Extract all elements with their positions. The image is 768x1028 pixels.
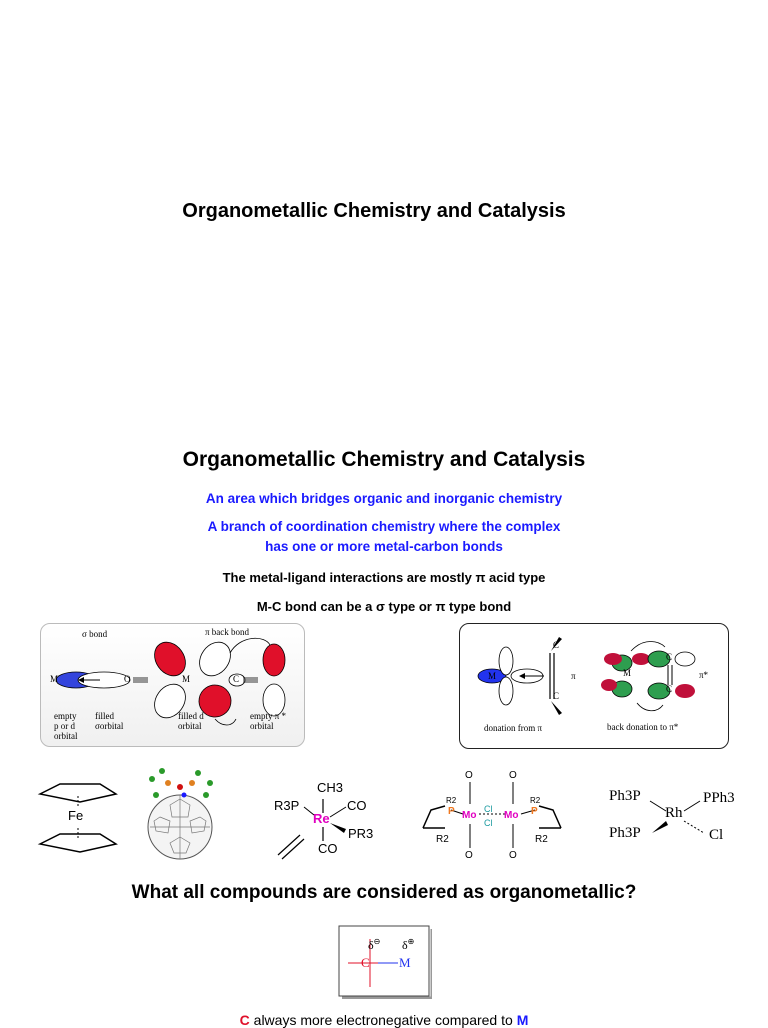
phosphorus-symbol: P xyxy=(531,806,538,817)
triphenylphosphine-label: PPh3 xyxy=(703,790,735,806)
donation-arrowhead xyxy=(78,677,84,683)
partial-negative-charge: δ⊖ xyxy=(368,937,381,952)
definition-line-2a: A branch of coordination chemistry where… xyxy=(207,519,561,534)
carbon-symbol: C xyxy=(233,674,240,684)
carbon-symbol: C xyxy=(666,652,673,662)
rhodium-symbol: Rh xyxy=(665,805,683,821)
carbonyl-oxygen: O xyxy=(465,850,473,861)
question-heading: What all compounds are considered as org… xyxy=(131,882,637,903)
r2-group: R2 xyxy=(530,796,541,805)
metal-symbol: M xyxy=(488,671,497,681)
carbon-symbol: C xyxy=(361,955,370,970)
d-orbital-lobe xyxy=(198,684,232,718)
metal-symbol: M xyxy=(399,955,411,970)
sigma-bond-label: σ bond xyxy=(82,629,108,639)
phosphorus-symbol: P xyxy=(448,806,455,817)
triphenylphosphine-label: Ph3P xyxy=(609,788,641,804)
methyl-label: CH3 xyxy=(317,780,344,795)
carbonyl-oxygen: O xyxy=(509,770,517,781)
orbital-bonding-diagram xyxy=(55,637,286,726)
molybdenum-dimer-structure xyxy=(422,782,562,848)
carbon-symbol: C xyxy=(666,684,673,694)
ferrocene-structure xyxy=(37,783,118,853)
carbonyl-bottom-label: CO xyxy=(318,841,338,856)
metal-symbol: M xyxy=(50,674,59,684)
phosphine-left-label: R3P xyxy=(274,798,300,813)
slide1-title: Organometallic Chemistry and Catalysis xyxy=(182,200,566,222)
electronegativity-statement: C always more electronegative compared t… xyxy=(239,1012,529,1028)
definition-line-1: An area which bridges organic and inorga… xyxy=(205,491,563,506)
phosphine-right-label: PR3 xyxy=(348,826,374,841)
rhenium-complex-bonds xyxy=(277,799,347,860)
back-donation-caption: back donation to π* xyxy=(607,722,679,732)
pi-star-lobe xyxy=(262,683,286,717)
d-orbital-lobe xyxy=(154,641,186,677)
d-orbital-lobe xyxy=(199,641,231,677)
iron-symbol: Fe xyxy=(68,808,84,823)
alkene-bonding-diagram xyxy=(477,637,696,715)
triphenylphosphine-label: Ph3P xyxy=(609,825,641,841)
pi-star-label: π* xyxy=(699,670,709,680)
carbonyl-oxygen: O xyxy=(509,850,517,861)
carbonyl-oxygen: O xyxy=(465,770,473,781)
metal-symbol: M xyxy=(182,674,191,684)
r2-group: R2 xyxy=(535,834,548,845)
bond-type-line: M-C bond can be a σ type or π type bond xyxy=(256,599,512,614)
empty-pi-star-caption: empty π *orbital xyxy=(250,711,287,731)
polarity-diagram xyxy=(338,925,432,999)
oxygen-symbol: O xyxy=(124,674,131,684)
r2-group: R2 xyxy=(436,834,449,845)
pi-star-lobe xyxy=(262,643,286,677)
chloride-label: Cl xyxy=(709,827,724,843)
chlorine-bridge: Cl xyxy=(484,804,493,814)
molybdenum-symbol: Mo xyxy=(504,810,519,821)
metal-symbol: M xyxy=(623,668,632,678)
r2-group: R2 xyxy=(446,796,457,805)
d-orbital-lobe xyxy=(154,683,186,719)
partial-positive-charge: δ⊕ xyxy=(402,937,415,952)
carbon-symbol: C xyxy=(553,640,560,650)
pi-back-bond-label: π back bond xyxy=(205,627,250,637)
donation-caption: donation from π xyxy=(484,723,543,733)
pi-label: π xyxy=(571,671,576,681)
back-bond-arrow xyxy=(229,637,271,654)
carbonyl-right-label: CO xyxy=(347,798,367,813)
carbon-symbol: C xyxy=(553,691,560,701)
wilkinson-bonds xyxy=(649,800,705,834)
slide2-title: Organometallic Chemistry and Catalysis xyxy=(182,448,586,471)
fullerene-complex-structure xyxy=(147,768,213,860)
chlorine-bridge: Cl xyxy=(484,818,493,828)
definition-line-2b: has one or more metal-carbon bonds xyxy=(265,539,503,554)
interaction-line: The metal-ligand interactions are mostly… xyxy=(222,570,546,585)
molybdenum-symbol: Mo xyxy=(462,810,477,821)
rhenium-symbol: Re xyxy=(313,811,330,826)
